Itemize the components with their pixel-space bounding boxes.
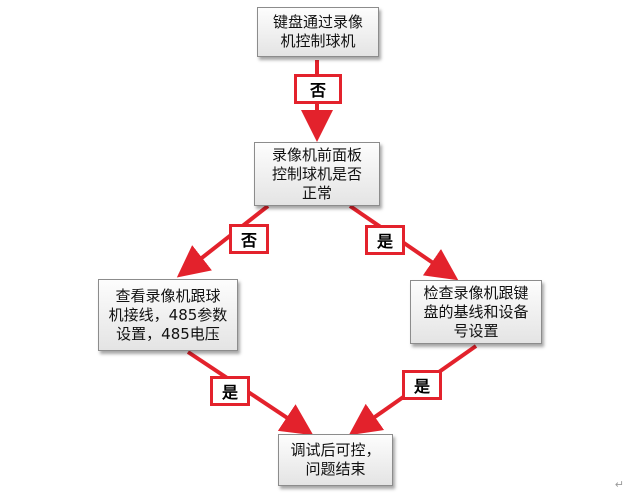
node-check-keyboard-line-2: 盘的基线和设备: [423, 302, 529, 321]
tag-panel-to-keyboard: 是: [365, 225, 405, 255]
node-check-wiring: 查看录像机跟球 机接线，485参数 设置，485电压: [98, 279, 238, 351]
arrow-panel-to-wiring: [176, 204, 270, 278]
paragraph-mark: ↵: [614, 478, 624, 491]
tag-keyboard-to-end: 是: [402, 370, 442, 400]
node-check-panel: 录像机前面板 控制球机是否 正常: [254, 142, 380, 206]
node-check-wiring-line-1: 查看录像机跟球: [115, 286, 221, 305]
node-check-wiring-line-3: 设置，485电压: [116, 324, 220, 343]
node-check-wiring-line-2: 机接线，485参数: [108, 305, 228, 324]
node-check-panel-line-1: 录像机前面板: [271, 145, 362, 164]
node-check-panel-line-2: 控制球机是否: [271, 164, 362, 183]
node-check-keyboard-line-1: 检查录像机跟键: [423, 283, 529, 302]
node-start: 键盘通过录像 机控制球机: [257, 7, 379, 57]
node-check-panel-line-3: 正常: [301, 183, 332, 202]
node-check-keyboard-line-3: 号设置: [453, 321, 499, 340]
node-end-line-1: 调试后可控，: [290, 441, 381, 459]
node-check-keyboard: 检查录像机跟键 盘的基线和设备 号设置: [410, 280, 542, 344]
tag-wiring-to-end: 是: [210, 376, 250, 406]
node-start-line-2: 机控制球机: [280, 32, 356, 50]
node-start-line-1: 键盘通过录像: [272, 13, 363, 31]
node-end-line-2: 问题结束: [305, 460, 366, 478]
tag-panel-to-wiring: 否: [229, 224, 269, 254]
tag-start-to-panel: 否: [294, 74, 342, 104]
node-end: 调试后可控， 问题结束: [278, 434, 393, 486]
